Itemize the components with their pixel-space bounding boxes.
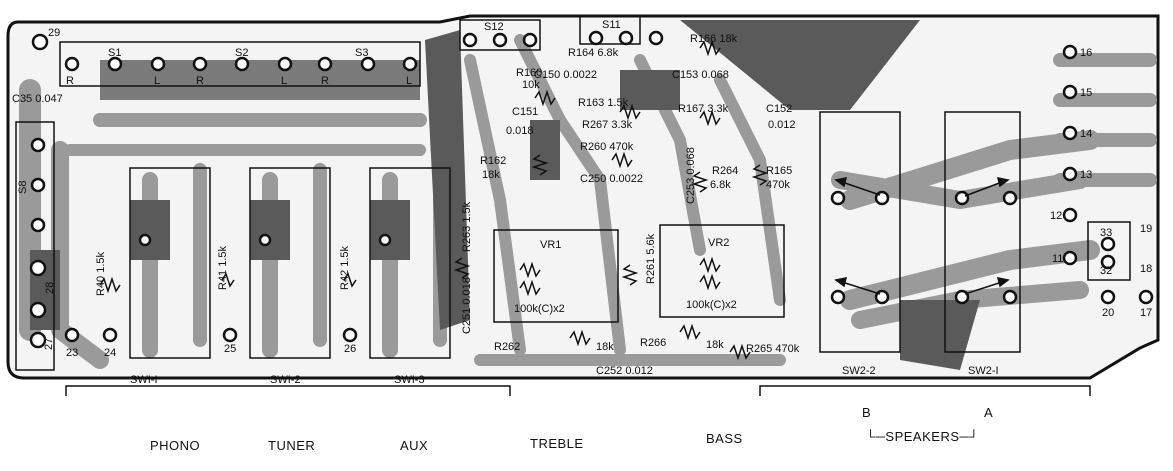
r166: R166 18k (690, 33, 738, 45)
treble-label: TREBLE (530, 436, 584, 451)
term-27: 27 (43, 338, 55, 350)
r261: R261 5.6k (645, 233, 657, 284)
speaker-b-label: B (862, 405, 872, 420)
label-s12: S12 (484, 21, 504, 33)
speakers-label: └─SPEAKERS─┘ (866, 429, 979, 444)
vr1-val: 100k(C)x2 (514, 303, 565, 315)
r165: R165 (766, 165, 792, 177)
r264: R264 (712, 165, 738, 177)
c151: C151 (512, 106, 538, 118)
r162-val: 18k (482, 169, 500, 181)
c152-val: 0.012 (768, 119, 796, 131)
c35: C35 0.047 (12, 93, 63, 105)
aux-label: AUX (400, 438, 429, 453)
speaker-a-label: A (984, 405, 994, 420)
resistor-symbols (99, 39, 769, 361)
label-l1: L (154, 75, 160, 87)
label-s11: S11 (602, 19, 621, 31)
term-16: 16 (1080, 47, 1092, 59)
r263: R263 1.5k (461, 201, 473, 252)
sw2-1-label: SW2-I (968, 365, 999, 377)
c150: C150 0.0022 (534, 69, 597, 81)
term-25: 25 (224, 343, 236, 355)
term-28: 28 (44, 282, 56, 294)
r260: R260 470k (580, 141, 634, 153)
r40: R40 1.5k (95, 251, 107, 296)
label-s8: S8 (17, 181, 29, 194)
c151-val: 0.018 (506, 125, 534, 137)
term-14: 14 (1080, 128, 1092, 140)
phono-label: PHONO (150, 438, 201, 453)
r262-val: 18k (596, 341, 614, 353)
sw1-3-label: SWI-3 (394, 374, 425, 386)
term-17: 17 (1140, 307, 1152, 319)
term-29: 29 (48, 27, 60, 39)
label-s3: S3 (355, 47, 368, 59)
r160-val: 10k (522, 79, 540, 91)
label-r1: R (66, 75, 74, 87)
label-r2: R (196, 75, 204, 87)
sw1-2-label: SWI-2 (270, 374, 301, 386)
speakers-text: SPEAKERS (885, 429, 960, 444)
sw1-1-label: SWI-I (130, 374, 158, 386)
r165-val: 470k (766, 179, 790, 191)
r266: R266 (640, 337, 666, 349)
term-13: 13 (1080, 169, 1092, 181)
vr1-outline (493, 229, 619, 323)
r160: R160 (516, 67, 542, 79)
switch-outlines (15, 15, 1131, 371)
c250: C250 0.0022 (580, 173, 643, 185)
r162: R162 (480, 155, 506, 167)
term-11: 11 (1052, 253, 1063, 265)
bass-label: BASS (706, 431, 743, 446)
term-18: 18 (1140, 263, 1152, 275)
c152: C152 (766, 103, 792, 115)
term-33: 33 (1100, 227, 1112, 239)
r262: R262 (494, 341, 520, 353)
label-l2: L (281, 75, 287, 87)
c153: C153 0.068 (672, 69, 729, 81)
label-s1: S1 (108, 47, 121, 59)
r42: R42 1.5k (339, 245, 351, 290)
r267: R267 3.3k (582, 119, 633, 131)
r167: R167 3.3k (678, 103, 729, 115)
r164: R164 6.8k (568, 47, 619, 59)
r41: R41 1.5k (217, 245, 229, 290)
tuner-label: TUNER (268, 438, 316, 453)
r265: R265 470k (746, 343, 800, 355)
r264-val: 6.8k (710, 179, 731, 191)
term-24: 24 (104, 347, 116, 359)
vr2: VR2 (708, 237, 729, 249)
term-19: 19 (1140, 223, 1152, 235)
r266-val: 18k (706, 339, 724, 351)
c252: C252 0.012 (596, 365, 653, 377)
vr1: VR1 (540, 239, 561, 251)
c253: C253 0.068 (685, 147, 697, 204)
sw2-2-label: SW2-2 (842, 365, 876, 377)
switch-arrows (834, 177, 1010, 295)
c251: C251 0.018 (461, 277, 473, 334)
term-26: 26 (344, 343, 356, 355)
label-r3: R (321, 75, 329, 87)
label-s2: S2 (235, 47, 248, 59)
vr2-val: 100k(C)x2 (686, 299, 737, 311)
r163: R163 1.5k (578, 97, 629, 109)
vr2-outline (659, 224, 785, 318)
term-12: 12 (1050, 210, 1062, 222)
term-32: 32 (1100, 265, 1112, 277)
term-15: 15 (1080, 87, 1092, 99)
term-23: 23 (66, 347, 78, 359)
section-brackets (65, 385, 1091, 396)
label-l3: L (406, 75, 412, 87)
term-20: 20 (1102, 307, 1114, 319)
